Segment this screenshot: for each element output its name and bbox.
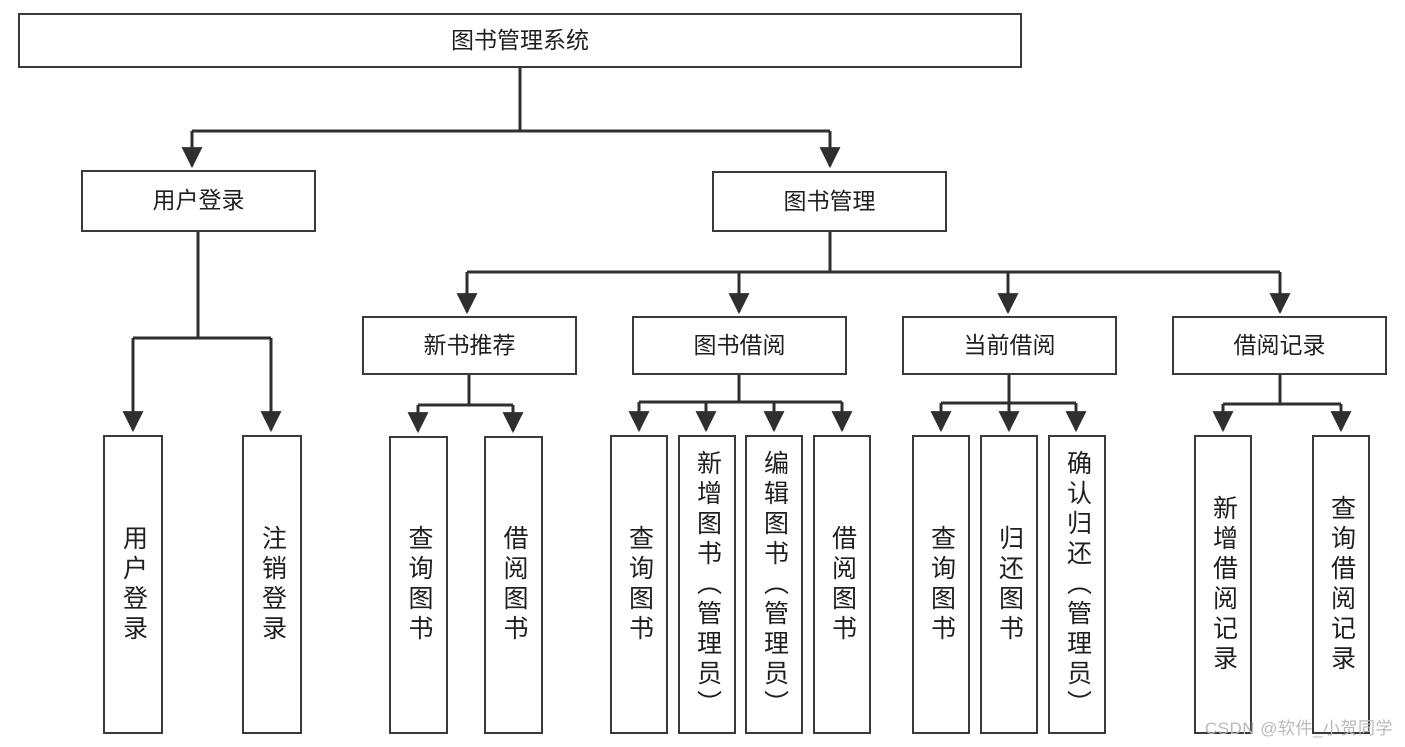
- node-label: 查询图书: [625, 524, 654, 645]
- node-leaf-logout-login[interactable]: 注销登录: [242, 435, 302, 734]
- node-leaf-query-book-recommend[interactable]: 查询图书: [389, 436, 448, 734]
- node-leaf-add-borrow-record[interactable]: 新增借阅记录: [1194, 435, 1252, 734]
- node-label: 借阅图书: [828, 524, 857, 645]
- node-leaf-return-book[interactable]: 归还图书: [980, 435, 1038, 734]
- node-label: 用户登录: [119, 524, 148, 645]
- node-label: 用户登录: [152, 187, 245, 214]
- node-root-book-management-system[interactable]: 图书管理系统: [18, 13, 1022, 68]
- node-label: 图书管理系统: [451, 26, 589, 53]
- node-label: 查询借阅记录: [1327, 494, 1356, 675]
- node-leaf-query-book-current[interactable]: 查询图书: [912, 435, 970, 734]
- node-leaf-add-book-admin[interactable]: 新增图书（管理员）: [678, 435, 736, 734]
- node-borrow-record[interactable]: 借阅记录: [1172, 316, 1387, 375]
- node-label: 查询图书: [405, 525, 433, 645]
- node-label: 新增借阅记录: [1209, 494, 1238, 675]
- node-label: 新增图书（管理员）: [693, 449, 722, 720]
- node-leaf-user-login[interactable]: 用户登录: [103, 435, 163, 734]
- node-label: 注销登录: [258, 524, 287, 645]
- node-label: 借阅记录: [1233, 331, 1326, 358]
- node-label: 编辑图书（管理员）: [760, 449, 789, 720]
- node-leaf-edit-book-admin[interactable]: 编辑图书（管理员）: [745, 435, 803, 734]
- node-label: 查询图书: [927, 524, 956, 645]
- node-leaf-borrow-book-recommend[interactable]: 借阅图书: [484, 436, 543, 734]
- node-leaf-confirm-return-admin[interactable]: 确认归还（管理员）: [1048, 435, 1106, 734]
- node-label: 借阅图书: [500, 525, 528, 645]
- node-label: 图书借阅: [693, 331, 786, 358]
- node-label: 确认归还（管理员）: [1063, 449, 1092, 720]
- node-book-management[interactable]: 图书管理: [712, 171, 947, 232]
- node-label: 当前借阅: [963, 331, 1056, 358]
- node-current-borrow[interactable]: 当前借阅: [902, 316, 1117, 375]
- node-leaf-query-borrow-record[interactable]: 查询借阅记录: [1312, 435, 1370, 734]
- node-label: 新书推荐: [423, 331, 516, 358]
- node-label: 图书管理: [783, 187, 876, 214]
- node-leaf-query-book-borrow[interactable]: 查询图书: [610, 435, 668, 734]
- node-user-login[interactable]: 用户登录: [81, 170, 316, 232]
- node-label: 归还图书: [995, 524, 1024, 645]
- node-new-book-recommend[interactable]: 新书推荐: [362, 316, 577, 375]
- node-book-borrow[interactable]: 图书借阅: [632, 316, 847, 375]
- node-leaf-borrow-book[interactable]: 借阅图书: [813, 435, 871, 734]
